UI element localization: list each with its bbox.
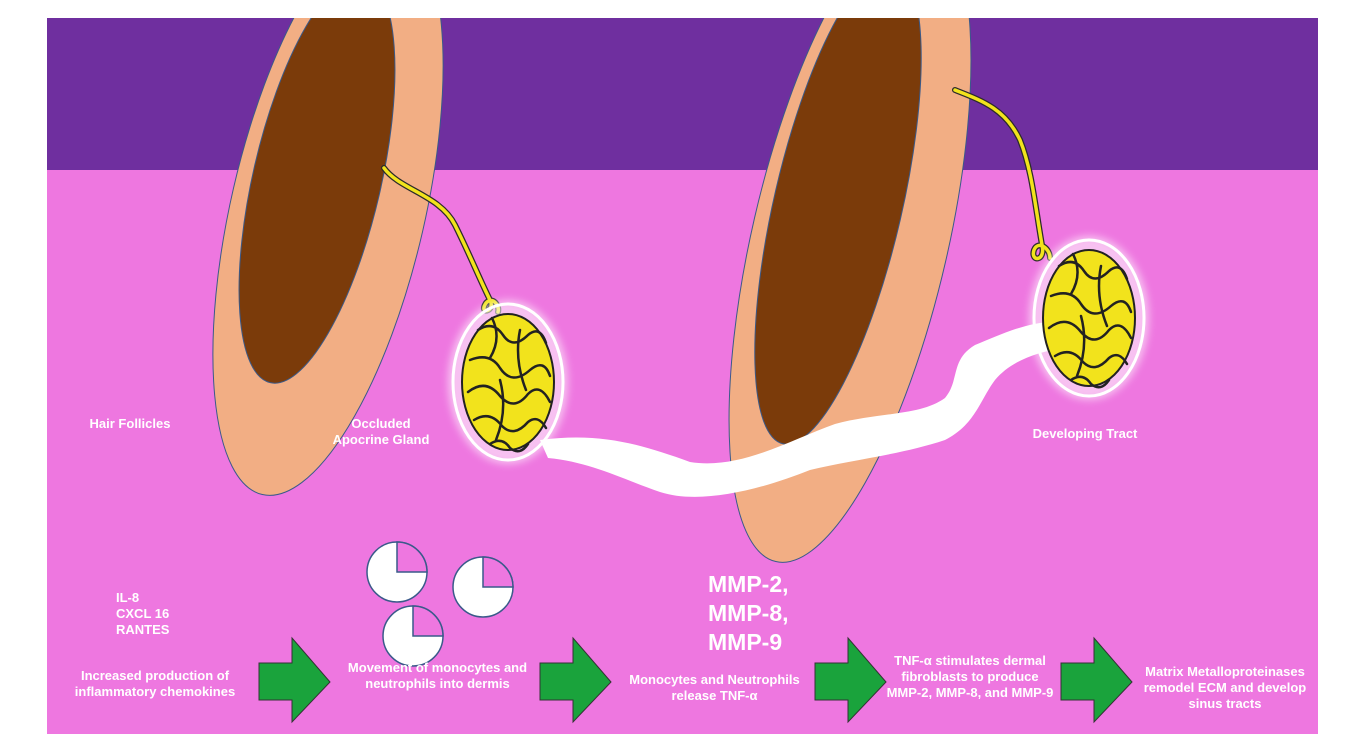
step-3-text: Monocytes and Neutrophils release TNF-α (622, 672, 807, 704)
label-developing-tract: Developing Tract (1015, 426, 1155, 442)
step-2-text: Movement of monocytes and neutrophils in… (340, 660, 535, 692)
step-5-text: Matrix Metalloproteinases remodel ECM an… (1140, 664, 1310, 712)
chemokine-item: RANTES (116, 622, 236, 638)
mmp-list: MMP-2, MMP-8, MMP-9 (708, 570, 838, 657)
immune-cell (453, 557, 513, 617)
mmp-item: MMP-9 (708, 628, 838, 657)
epidermis-layer (47, 18, 1318, 170)
step-4-text: TNF-α stimulates dermal fibroblasts to p… (886, 653, 1054, 701)
step-1-text: Increased production of inflammatory che… (60, 668, 250, 700)
mmp-item: MMP-8, (708, 599, 838, 628)
label-hair-follicles: Hair Follicles (70, 416, 190, 432)
chemokine-item: IL-8 (116, 590, 236, 606)
label-occluded-gland: Occluded Apocrine Gland (326, 416, 436, 448)
immune-cell (367, 542, 427, 602)
immune-cell (383, 606, 443, 666)
chemokine-item: CXCL 16 (116, 606, 236, 622)
apocrine-gland-right (1029, 236, 1149, 400)
apocrine-gland-left (448, 300, 568, 464)
mmp-item: MMP-2, (708, 570, 838, 599)
chemokine-list: IL-8 CXCL 16 RANTES (116, 590, 236, 638)
